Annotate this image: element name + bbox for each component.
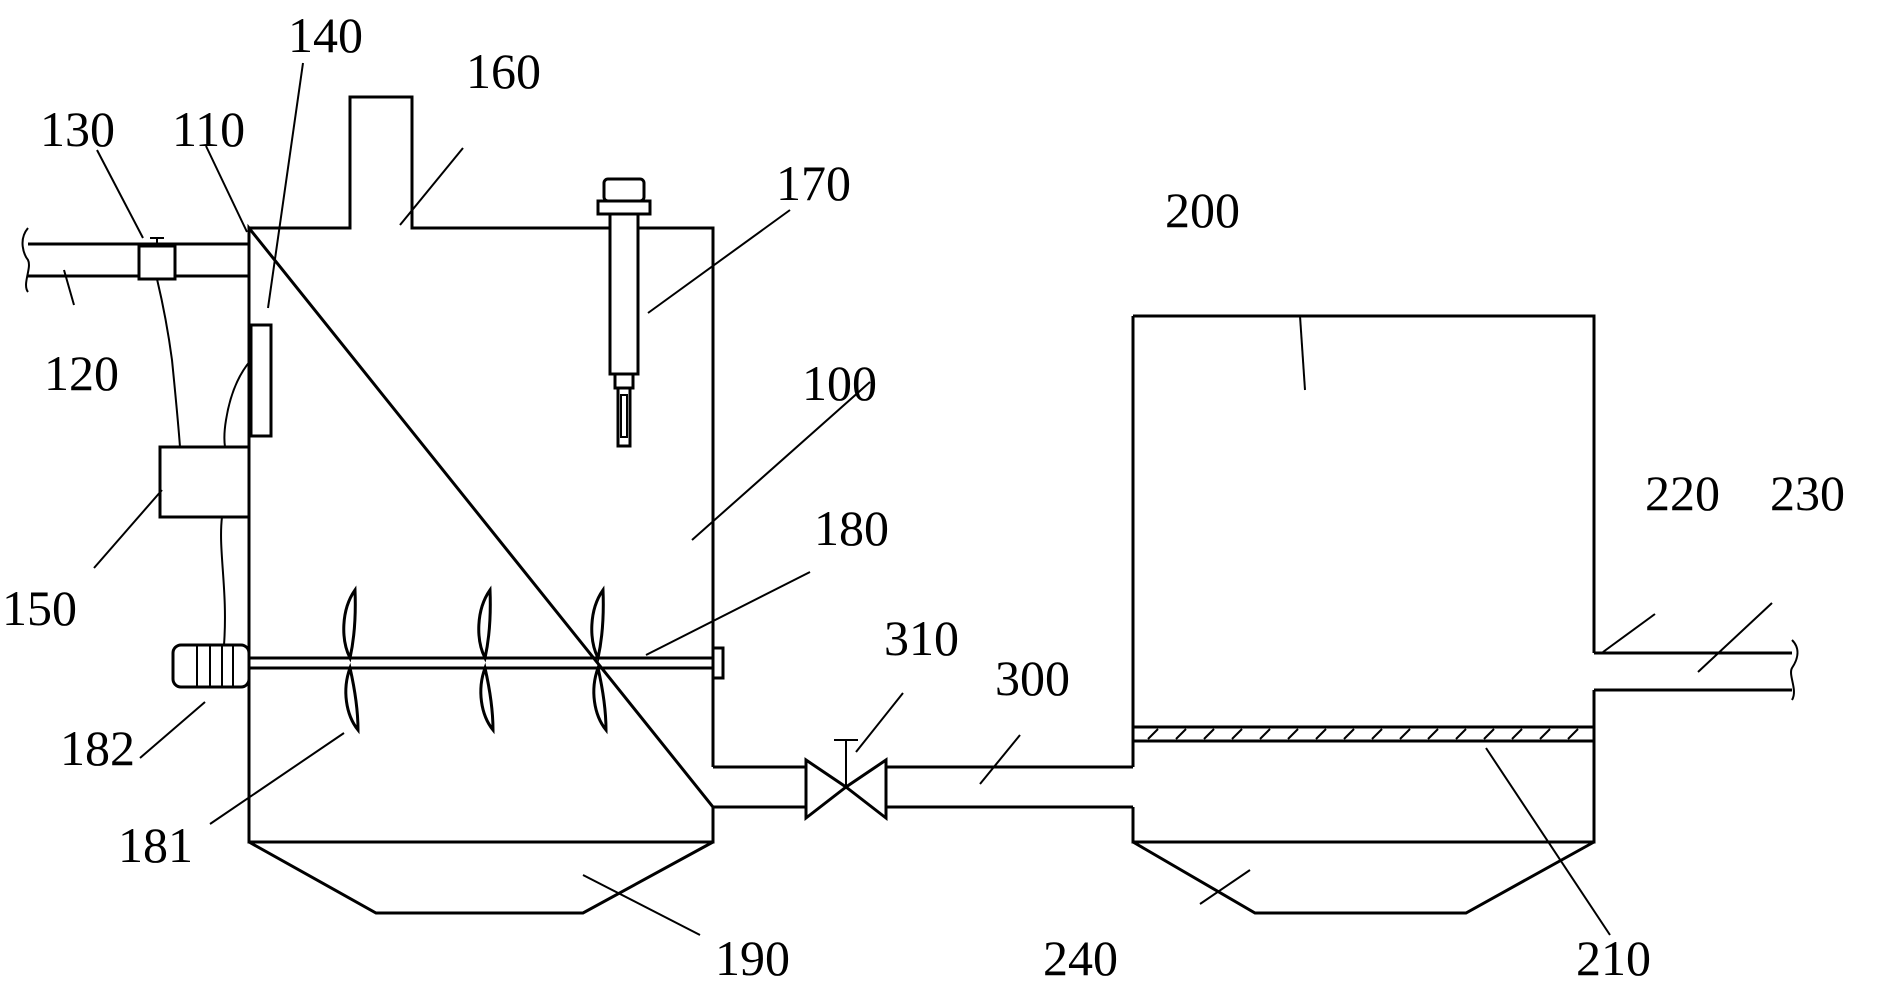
second-tank-body	[1131, 314, 1596, 844]
inlet-pipe-break	[21, 227, 30, 293]
stirring-blades-181	[342, 585, 608, 735]
controller-150	[158, 445, 251, 519]
outlet-pipe-230	[1594, 651, 1792, 692]
label-170: 170	[776, 155, 851, 211]
filter-plate-hatching	[1147, 728, 1579, 740]
leader-lines	[63, 62, 1773, 936]
label-120: 120	[44, 345, 119, 401]
label-230: 230	[1770, 465, 1845, 521]
motor-ribs	[196, 645, 234, 687]
wire-valve-controller	[156, 278, 181, 448]
label-300: 300	[995, 650, 1070, 706]
outlet-pipe-break	[1790, 639, 1799, 701]
label-240: 240	[1043, 930, 1118, 984]
connecting-pipe-300	[713, 765, 1133, 809]
inlet-valve-stem	[150, 237, 164, 246]
probe-170	[596, 177, 652, 448]
main-tank-cone-190	[248, 840, 714, 915]
second-tank-cone-240	[1132, 840, 1595, 915]
inlet-valve-130	[137, 244, 177, 281]
label-310: 310	[884, 610, 959, 666]
sensor-140	[249, 323, 273, 438]
stirrer-shaft-180	[247, 656, 715, 670]
label-210: 210	[1576, 930, 1651, 984]
valve-310	[804, 739, 888, 822]
label-220: 220	[1645, 465, 1720, 521]
label-140: 140	[288, 7, 363, 63]
label-150: 150	[2, 580, 77, 636]
label-182: 182	[60, 720, 135, 776]
label-190: 190	[715, 930, 790, 984]
label-110: 110	[172, 101, 245, 157]
label-181: 181	[118, 817, 193, 873]
label-180: 180	[814, 500, 889, 556]
filter-plate-210	[1131, 725, 1596, 743]
label-160: 160	[466, 43, 541, 99]
label-200: 200	[1165, 182, 1240, 238]
reference-numerals: 140 160 130 110 170 200 120 100 220 230 …	[2, 7, 1845, 986]
wire-sensor-controller	[223, 359, 252, 448]
label-130: 130	[40, 101, 115, 157]
shaft-bearing	[711, 646, 725, 680]
wire-controller-motor	[220, 516, 226, 646]
label-100: 100	[802, 355, 877, 411]
